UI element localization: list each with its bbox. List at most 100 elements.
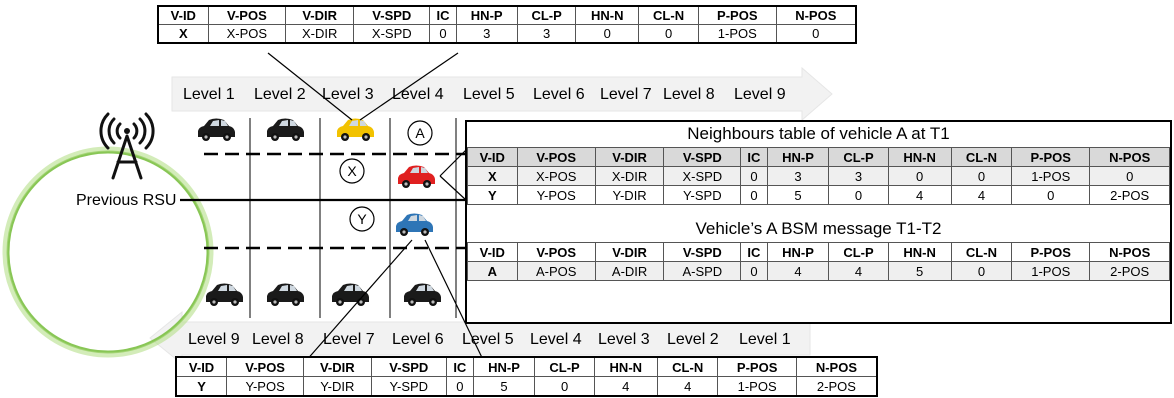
top-level-label-5: Level 5 bbox=[463, 86, 515, 103]
col-header: HN-N bbox=[575, 5, 640, 25]
car-black-2 bbox=[267, 118, 304, 141]
table-header-row: V-ID V-POS V-DIR V-SPD IC HN-P CL-P HN-N… bbox=[467, 242, 1170, 262]
car-red bbox=[398, 165, 435, 188]
col-header: V-DIR bbox=[303, 356, 372, 377]
col-header: P-POS bbox=[1011, 147, 1091, 167]
vehicle-x-label: X bbox=[347, 163, 357, 179]
table-cell: 4 bbox=[766, 261, 830, 281]
col-header: CL-P bbox=[534, 356, 595, 377]
table-cell: 5 bbox=[887, 261, 952, 281]
top-level-label-8: Level 8 bbox=[663, 86, 715, 103]
table-cell: 2-POS bbox=[1089, 185, 1170, 205]
car-black-3 bbox=[206, 283, 243, 306]
table-row: Y Y-POS Y-DIR Y-SPD 0 5 0 4 4 1-POS 2-PO… bbox=[175, 376, 878, 397]
neighbours-table: V-ID V-POS V-DIR V-SPD IC HN-P CL-P HN-N… bbox=[467, 147, 1170, 205]
top-level-label-6: Level 6 bbox=[533, 86, 585, 103]
table-cell: X-POS bbox=[516, 166, 596, 186]
car-yellow bbox=[337, 118, 374, 141]
col-header: HN-P bbox=[472, 356, 536, 377]
table-cell: Y-POS bbox=[516, 185, 596, 205]
table-cell: 3 bbox=[516, 24, 577, 44]
table-cell: 4 bbox=[593, 376, 658, 397]
table-cell: Y-DIR bbox=[594, 185, 665, 205]
col-header: HN-P bbox=[766, 242, 830, 262]
col-header: IC bbox=[740, 242, 768, 262]
col-header: HN-N bbox=[593, 356, 658, 377]
table-row: Y Y-POS Y-DIR Y-SPD 0 5 0 4 4 0 2-POS bbox=[467, 185, 1170, 205]
col-header: V-POS bbox=[207, 5, 287, 25]
top-direction-arrow bbox=[171, 66, 833, 122]
table-cell: 1-POS bbox=[698, 24, 777, 44]
table-cell: A-SPD bbox=[663, 261, 742, 281]
col-header: V-SPD bbox=[663, 242, 742, 262]
col-header: N-POS bbox=[1089, 147, 1170, 167]
top-level-label-4: Level 4 bbox=[392, 86, 444, 103]
neighbours-table-title: Neighbours table of vehicle A at T1 bbox=[687, 124, 950, 143]
table-cell: 0 bbox=[534, 376, 595, 397]
col-header: CL-N bbox=[950, 147, 1013, 167]
col-header: IC bbox=[446, 356, 474, 377]
col-header: CL-P bbox=[516, 5, 577, 25]
vehicle-a-marker: A bbox=[407, 120, 433, 146]
col-header: P-POS bbox=[1011, 242, 1091, 262]
bsm-message-title: Vehicle’s A BSM message T1-T2 bbox=[695, 219, 942, 238]
table-cell: 4 bbox=[656, 376, 719, 397]
table-cell: 2-POS bbox=[1089, 261, 1170, 281]
car-black-1 bbox=[198, 118, 235, 141]
table-cell: 1-POS bbox=[1011, 261, 1091, 281]
table-cell: 1-POS bbox=[1011, 166, 1091, 186]
table-cell: 4 bbox=[950, 185, 1013, 205]
top-level-label-7: Level 7 bbox=[600, 86, 652, 103]
table-cell: Y-SPD bbox=[370, 376, 448, 397]
table-cell: X-DIR bbox=[285, 24, 355, 44]
col-header: V-DIR bbox=[285, 5, 355, 25]
vehicle-x-table: V-ID V-POS V-DIR V-SPD IC HN-P CL-P HN-N… bbox=[157, 5, 857, 44]
col-header: P-POS bbox=[698, 5, 777, 25]
table-row: A A-POS A-DIR A-SPD 0 4 4 5 0 1-POS 2-PO… bbox=[467, 261, 1170, 281]
table-cell: A bbox=[467, 261, 518, 281]
vehicle-x-marker: X bbox=[339, 158, 365, 184]
callout-lines bbox=[267, 52, 489, 371]
car-blue bbox=[396, 213, 433, 236]
table-cell: X bbox=[467, 166, 518, 186]
col-header: V-SPD bbox=[370, 356, 448, 377]
table-cell: Y-POS bbox=[226, 376, 305, 397]
table-cell: X bbox=[157, 24, 209, 44]
col-header: V-ID bbox=[175, 356, 228, 377]
col-header: HN-N bbox=[887, 242, 952, 262]
car-black-6 bbox=[404, 283, 441, 306]
table-cell: 3 bbox=[828, 166, 889, 186]
table-cell: 0 bbox=[740, 185, 768, 205]
table-cell: Y-DIR bbox=[303, 376, 372, 397]
table-row: X X-POS X-DIR X-SPD 0 3 3 0 0 1-POS 0 bbox=[467, 166, 1170, 186]
table-cell: 3 bbox=[455, 24, 518, 44]
col-header: V-SPD bbox=[353, 5, 431, 25]
col-header: CL-P bbox=[828, 242, 889, 262]
vehicle-y-marker: Y bbox=[349, 206, 375, 232]
bottom-level-label-7: Level 3 bbox=[598, 331, 650, 348]
col-header: V-ID bbox=[467, 147, 518, 167]
table-cell: 1-POS bbox=[717, 376, 797, 397]
col-header: V-ID bbox=[467, 242, 518, 262]
table-cell: 0 bbox=[950, 261, 1013, 281]
col-header: N-POS bbox=[1089, 242, 1170, 262]
col-header: CL-N bbox=[638, 5, 700, 25]
table-cell: 0 bbox=[887, 166, 952, 186]
table-header-row: V-ID V-POS V-DIR V-SPD IC HN-P CL-P HN-N… bbox=[467, 147, 1170, 167]
rsu-coverage-circle bbox=[6, 150, 210, 354]
table-cell: 0 bbox=[446, 376, 474, 397]
table-cell: 3 bbox=[766, 166, 830, 186]
top-level-label-3: Level 3 bbox=[322, 86, 374, 103]
table-cell: X-POS bbox=[207, 24, 287, 44]
bsm-message-table: V-ID V-POS V-DIR V-SPD IC HN-P CL-P HN-N… bbox=[467, 242, 1170, 281]
vehicle-a-label: A bbox=[415, 125, 425, 141]
table-cell: 4 bbox=[887, 185, 952, 205]
bottom-level-label-2: Level 8 bbox=[252, 331, 304, 348]
col-header: CL-N bbox=[950, 242, 1013, 262]
table-cell: Y bbox=[175, 376, 228, 397]
bottom-level-label-6: Level 4 bbox=[530, 331, 582, 348]
table-cell: 0 bbox=[740, 261, 768, 281]
road-markings bbox=[180, 118, 465, 318]
